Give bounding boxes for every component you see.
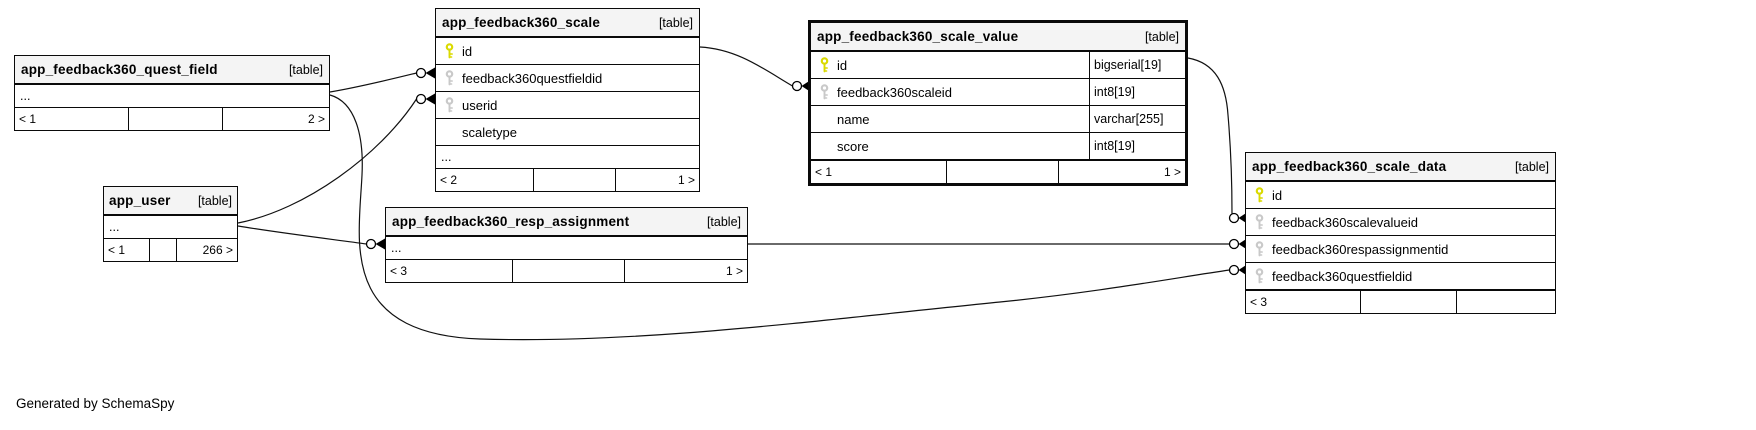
table-title[interactable]: app_user bbox=[109, 193, 171, 208]
column-row: feedback360questfieldid bbox=[1246, 263, 1555, 290]
table-title[interactable]: app_feedback360_scale_value bbox=[817, 29, 1019, 44]
foreign-key-icon bbox=[1246, 214, 1272, 230]
footer-children bbox=[1456, 291, 1555, 313]
column-row: feedback360questfieldid bbox=[436, 65, 699, 92]
table-header: app_user [table] bbox=[104, 187, 237, 216]
foreign-key-icon bbox=[811, 84, 837, 100]
footer-middle bbox=[128, 108, 222, 130]
column-name: score bbox=[837, 138, 869, 154]
columns-ellipsis: ... bbox=[20, 89, 31, 103]
footer-middle bbox=[149, 239, 176, 261]
table-footer: < 2 1 > bbox=[436, 168, 699, 191]
column-name: feedback360respassignmentid bbox=[1272, 241, 1449, 257]
column-name: feedback360scalevalueid bbox=[1272, 214, 1418, 230]
table-tag: [table] bbox=[658, 15, 693, 30]
foreign-key-icon bbox=[1246, 241, 1272, 257]
table-header: app_feedback360_resp_assignment [table] bbox=[386, 208, 747, 237]
columns-ellipsis: ... bbox=[109, 220, 120, 234]
table-tag: [table] bbox=[288, 62, 323, 77]
footer-children: 1 > bbox=[1057, 161, 1185, 183]
column-row: feedback360respassignmentid bbox=[1246, 236, 1555, 263]
table-title[interactable]: app_feedback360_resp_assignment bbox=[392, 214, 630, 229]
table-app_feedback360_scale_value: app_feedback360_scale_value [table] id b… bbox=[808, 20, 1188, 186]
footer-children: 1 > bbox=[624, 260, 747, 282]
table-footer: < 3 1 > bbox=[386, 259, 747, 282]
footer-parents: < 1 bbox=[815, 165, 833, 179]
table-title[interactable]: app_feedback360_scale_data bbox=[1252, 159, 1447, 174]
table-footer: < 3 bbox=[1246, 290, 1555, 313]
table-tag: [table] bbox=[706, 214, 741, 229]
table-app_feedback360_resp_assignment: app_feedback360_resp_assignment [table] … bbox=[385, 207, 748, 283]
table-header: app_feedback360_scale [table] bbox=[436, 9, 699, 38]
column-row: score int8[19] bbox=[811, 133, 1185, 160]
footer-parents: < 1 bbox=[108, 243, 126, 257]
table-app_feedback360_scale_data: app_feedback360_scale_data [table] id bbox=[1245, 152, 1556, 314]
footer-middle bbox=[1360, 291, 1456, 313]
footer-parents: < 1 bbox=[19, 112, 37, 126]
column-row: userid bbox=[436, 92, 699, 119]
footer-children: 2 > bbox=[222, 108, 329, 130]
foreign-key-icon bbox=[436, 70, 462, 86]
table-header: app_feedback360_quest_field [table] bbox=[15, 56, 329, 85]
columns-ellipsis: ... bbox=[391, 241, 402, 255]
column-name: id bbox=[1272, 187, 1283, 203]
column-row: feedback360scalevalueid bbox=[1246, 209, 1555, 236]
footer-parents: < 3 bbox=[1250, 295, 1268, 309]
footer-middle bbox=[945, 161, 1058, 183]
column-type: int8[19] bbox=[1089, 133, 1185, 159]
table-footer: < 1 2 > bbox=[15, 107, 329, 130]
column-name: id bbox=[462, 43, 473, 59]
table-title[interactable]: app_feedback360_quest_field bbox=[21, 62, 218, 77]
edge-user-to-resp_assignment bbox=[237, 225, 367, 245]
primary-key-icon bbox=[1246, 187, 1272, 203]
table-footer: < 1 266 > bbox=[104, 238, 237, 261]
column-row: id bbox=[436, 38, 699, 65]
column-row: id bigserial[19] bbox=[811, 52, 1185, 79]
column-name: userid bbox=[462, 97, 498, 113]
connector-scale-feedback360questfieldid bbox=[415, 67, 435, 79]
table-app_feedback360_scale: app_feedback360_scale [table] id bbox=[435, 8, 700, 192]
footer-children: 1 > bbox=[614, 169, 699, 191]
column-type: varchar[255] bbox=[1089, 106, 1185, 132]
edge-quest_field-to-scale bbox=[329, 72, 417, 93]
footer-parents: < 3 bbox=[390, 264, 408, 278]
table-tag: [table] bbox=[1514, 159, 1549, 174]
column-type: int8[19] bbox=[1089, 79, 1185, 105]
column-name: feedback360scaleid bbox=[837, 84, 952, 100]
column-name: feedback360questfieldid bbox=[1272, 268, 1413, 284]
columns-ellipsis: ... bbox=[441, 150, 452, 164]
footer-children: 266 > bbox=[175, 239, 237, 261]
edge-scale_value-to-scale_data bbox=[1187, 57, 1233, 214]
foreign-key-icon bbox=[436, 97, 462, 113]
connector-resp_assignment bbox=[365, 238, 385, 250]
table-tag: [table] bbox=[1144, 29, 1179, 44]
footer-middle bbox=[533, 169, 615, 191]
table-app_feedback360_quest_field: app_feedback360_quest_field [table] ... … bbox=[14, 55, 330, 131]
primary-key-icon bbox=[811, 57, 837, 73]
table-app_user: app_user [table] ... < 1 266 > bbox=[103, 186, 238, 262]
column-name: name bbox=[837, 111, 870, 127]
column-name: scaletype bbox=[462, 124, 517, 140]
primary-key-icon bbox=[436, 43, 462, 59]
column-name: id bbox=[837, 57, 848, 73]
table-footer: < 1 1 > bbox=[811, 160, 1185, 183]
foreign-key-icon bbox=[1246, 268, 1272, 284]
table-tag: [table] bbox=[197, 193, 232, 208]
edge-scale-to-scale_value bbox=[699, 46, 793, 87]
table-header: app_feedback360_scale_data [table] bbox=[1246, 153, 1555, 182]
column-row: scaletype bbox=[436, 119, 699, 146]
footer-parents: < 2 bbox=[440, 173, 458, 187]
column-type: bigserial[19] bbox=[1089, 52, 1185, 78]
connector-scale-userid bbox=[415, 93, 435, 105]
footer-middle bbox=[512, 260, 624, 282]
column-name: feedback360questfieldid bbox=[462, 70, 603, 86]
column-row: id bbox=[1246, 182, 1555, 209]
table-header: app_feedback360_scale_value [table] bbox=[811, 23, 1185, 52]
table-title[interactable]: app_feedback360_scale bbox=[442, 15, 601, 30]
generated-by-note: Generated by SchemaSpy bbox=[16, 396, 175, 411]
column-row: feedback360scaleid int8[19] bbox=[811, 79, 1185, 106]
column-row: name varchar[255] bbox=[811, 106, 1185, 133]
